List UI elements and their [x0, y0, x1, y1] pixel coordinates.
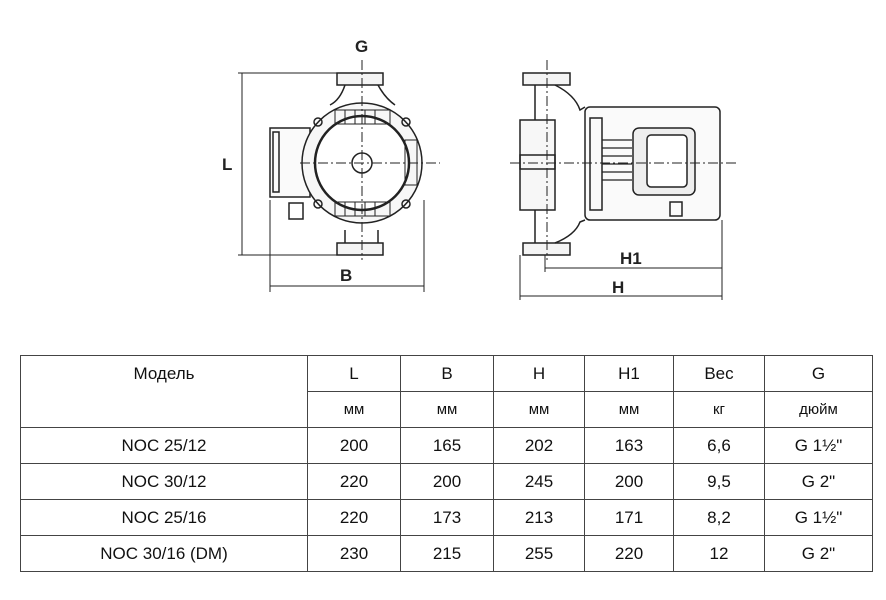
label-B: B	[340, 266, 352, 285]
cell: 255	[493, 535, 585, 572]
cell: 165	[400, 427, 494, 464]
header-H1: H1	[584, 355, 674, 392]
cell: 245	[493, 463, 585, 500]
header-B: B	[400, 355, 494, 392]
model-cell: NOC 30/12	[20, 463, 308, 500]
pump-dimension-drawing: G L B H1 H	[222, 37, 738, 300]
cell: 6,6	[673, 427, 765, 464]
header-row: Модель L B H H1 Вес G	[20, 355, 873, 428]
unit-cell: мм	[400, 391, 494, 428]
cell: 173	[400, 499, 494, 536]
table-row: NOC 30/12 220 200 245 200 9,5 G 2"	[20, 463, 873, 500]
cell: 9,5	[673, 463, 765, 500]
unit-cell: кг	[673, 391, 765, 428]
cell: 200	[400, 463, 494, 500]
label-H: H	[612, 278, 624, 297]
dimension-lines	[238, 60, 738, 300]
cell: G 1½"	[764, 427, 873, 464]
header-weight: Вес	[673, 355, 765, 392]
cell: 213	[493, 499, 585, 536]
cell: 200	[584, 463, 674, 500]
cell: G 1½"	[764, 499, 873, 536]
header-L: L	[307, 355, 401, 392]
table-row: NOC 30/16 (DM) 230 215 255 220 12 G 2"	[20, 535, 873, 572]
unit-cell: мм	[493, 391, 585, 428]
cell: 200	[307, 427, 401, 464]
header-H: H	[493, 355, 585, 392]
header-G: G	[764, 355, 873, 392]
label-H1: H1	[620, 249, 642, 268]
header-model: Модель	[20, 355, 308, 428]
cell: 220	[584, 535, 674, 572]
side-view	[519, 72, 721, 256]
cell: 230	[307, 535, 401, 572]
table-row: NOC 25/16 220 173 213 171 8,2 G 1½"	[20, 499, 873, 536]
units-row: мм мм мм мм кг дюйм	[21, 391, 873, 428]
cell: 8,2	[673, 499, 765, 536]
label-L: L	[222, 155, 232, 174]
model-cell: NOC 30/16 (DM)	[20, 535, 308, 572]
cell: 215	[400, 535, 494, 572]
cell: 12	[673, 535, 765, 572]
cell: 171	[584, 499, 674, 536]
cell: 220	[307, 499, 401, 536]
model-cell: NOC 25/12	[20, 427, 308, 464]
model-cell: NOC 25/16	[20, 499, 308, 536]
unit-cell: дюйм	[764, 391, 873, 428]
label-G: G	[355, 37, 368, 56]
cell: G 2"	[764, 463, 873, 500]
unit-cell: мм	[307, 391, 401, 428]
cell: 202	[493, 427, 585, 464]
table-row: NOC 25/12 200 165 202 163 6,6 G 1½"	[20, 427, 873, 464]
cell: 163	[584, 427, 674, 464]
dimensions-table: Модель L B H H1 Вес G мм мм мм мм кг дюй…	[20, 355, 873, 572]
unit-cell: мм	[584, 391, 674, 428]
cell: 220	[307, 463, 401, 500]
cell: G 2"	[764, 535, 873, 572]
front-view	[269, 72, 423, 256]
